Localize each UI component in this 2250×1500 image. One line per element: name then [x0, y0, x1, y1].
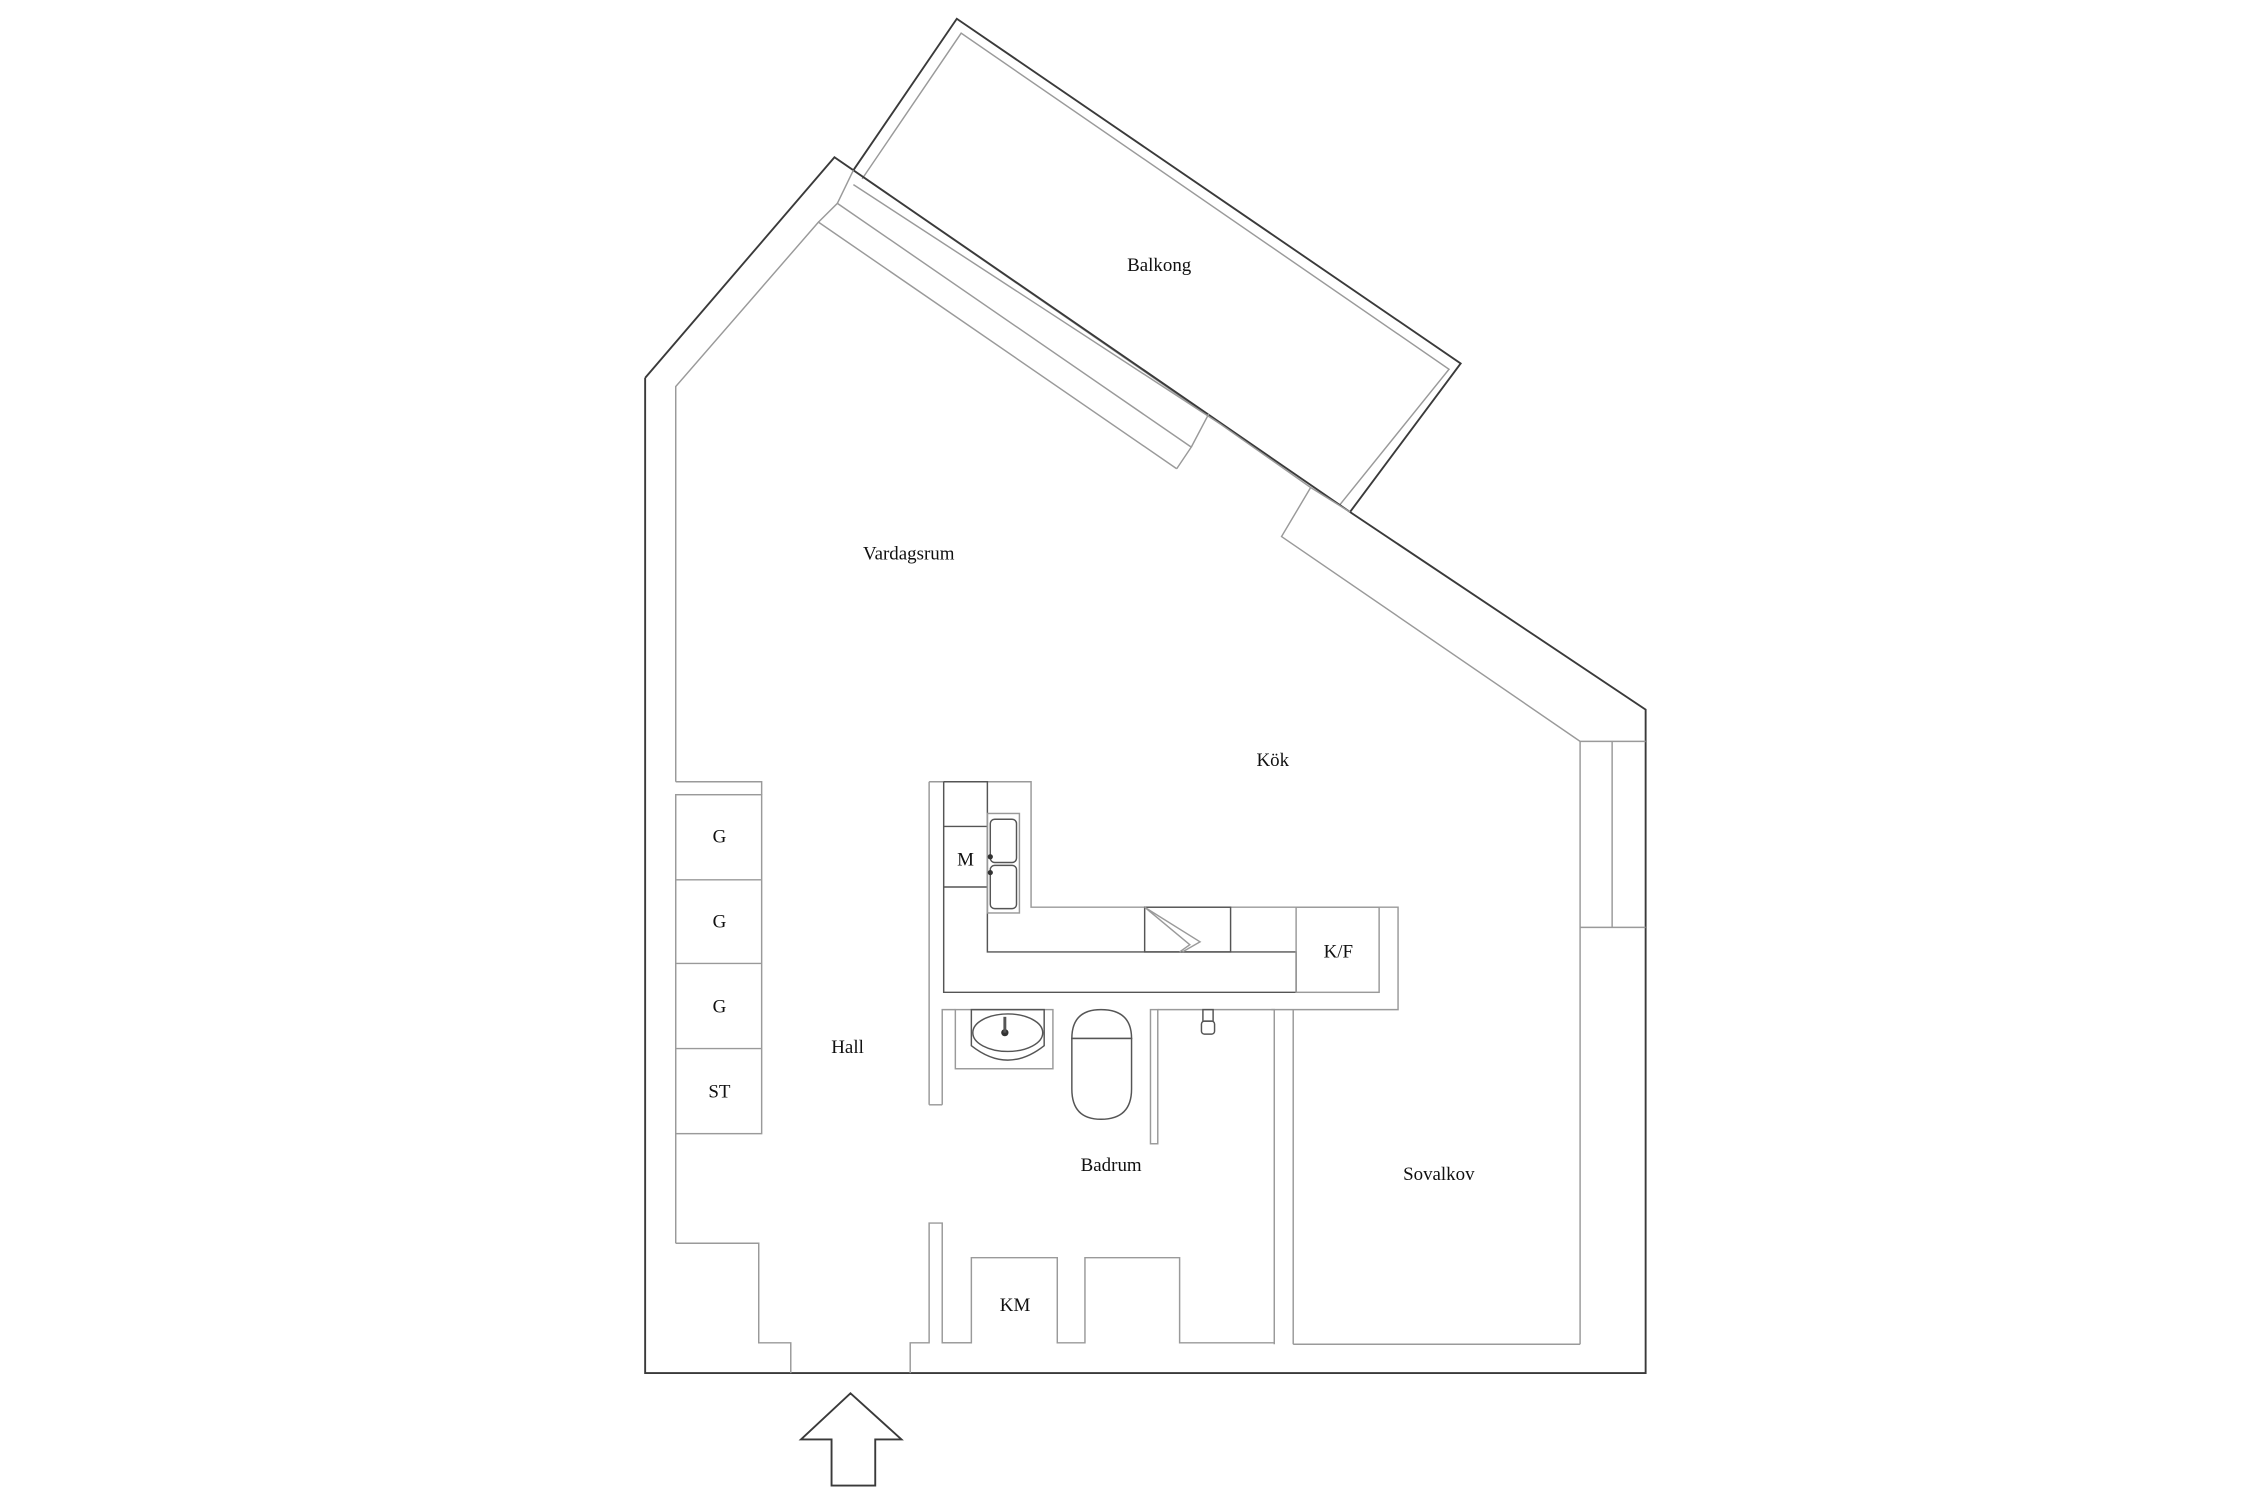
closets — [675, 781, 763, 1244]
room-label-balkong: Balkong — [1127, 255, 1192, 276]
fixture-label-km: KM — [1000, 1295, 1031, 1316]
fixture-label-m: M — [957, 849, 974, 870]
closet-label-g2: G — [713, 911, 727, 932]
room-label-sovalkov: Sovalkov — [1403, 1164, 1475, 1185]
entrance-arrow-icon — [798, 1391, 904, 1487]
room-label-vardagsrum: Vardagsrum — [863, 544, 955, 565]
kitchen-counter — [928, 781, 1399, 1106]
outer-wall — [644, 155, 1647, 1375]
room-label-kok: Kök — [1257, 750, 1290, 771]
closet-label-g1: G — [713, 826, 727, 847]
right-window — [1579, 741, 1646, 1345]
fixture-label-kf: K/F — [1324, 942, 1353, 963]
room-label-hall: Hall — [831, 1037, 864, 1058]
closet-label-g3: G — [713, 997, 727, 1018]
closet-label-st: ST — [708, 1082, 731, 1103]
bathroom — [941, 1008, 1294, 1345]
inner-wall — [675, 221, 1178, 782]
room-label-badrum: Badrum — [1081, 1155, 1142, 1176]
